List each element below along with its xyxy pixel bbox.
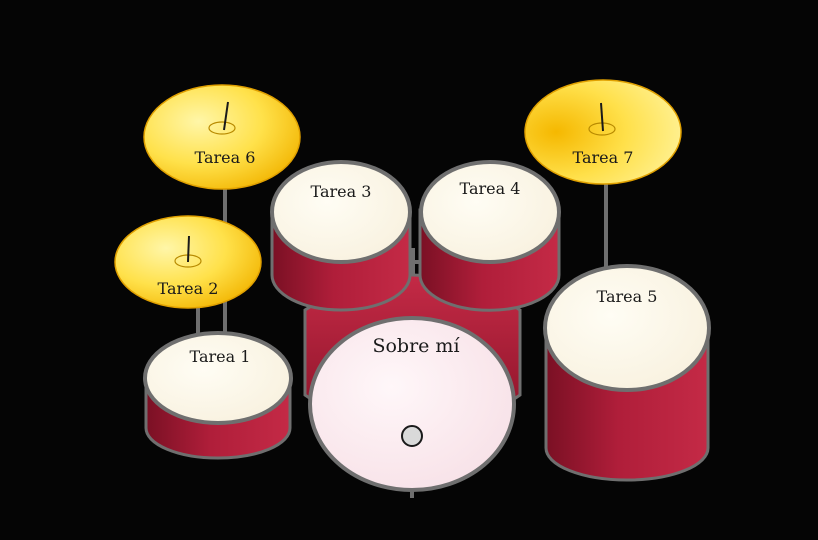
cymbal-tarea-6[interactable]: Tarea 6 [143,84,301,190]
drum-tarea-4[interactable]: Tarea 4 [418,160,561,312]
bass-pedal-beater [401,425,423,447]
cymbal-tarea-7-label: Tarea 7 [573,148,634,167]
bass-drum-label: Sobre mí [372,335,460,357]
bass-drum-sobre-mi[interactable]: Sobre mí [308,316,516,492]
drum-tarea-3-label: Tarea 3 [311,182,372,201]
drum-tarea-1-label: Tarea 1 [190,347,251,366]
drum-tarea-1[interactable]: Tarea 1 [143,331,293,460]
cymbal-tarea-2-label: Tarea 2 [158,279,219,298]
drum-tarea-3[interactable]: Tarea 3 [270,160,412,312]
drum-tarea-5-label: Tarea 5 [597,287,658,306]
drum-tarea-4-label: Tarea 4 [460,179,521,198]
cymbal-tarea-6-label: Tarea 6 [195,148,256,167]
drum-tarea-5[interactable]: Tarea 5 [543,264,711,482]
cymbal-tarea-2[interactable]: Tarea 2 [114,215,262,309]
cymbal-tarea-7[interactable]: Tarea 7 [524,79,682,185]
